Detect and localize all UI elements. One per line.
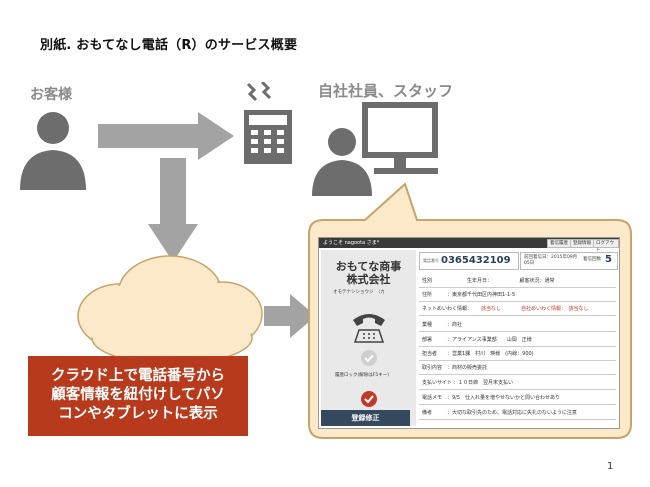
- app-topbar: ようこそ nagoota さま* 着信履歴 登録情報 ログアウト: [319, 238, 619, 253]
- arrow-to-phone: [98, 112, 234, 160]
- info-row: 電話メモ ：9/5 仕入れ量を増やせないかと問い合わせあり: [419, 393, 616, 405]
- left-customer-column: おもてな商事 株式会社 オモテナシショウジ （カ 履歴ロック(解除はF5キー) …: [321, 250, 416, 426]
- app-screenshot-panel: ようこそ nagoota さま* 着信履歴 登録情報 ログアウト おもてな商事 …: [318, 237, 620, 429]
- row-label: 取引内容: [422, 365, 443, 371]
- row-label: 住所: [422, 292, 433, 298]
- feature-callout-box: クラウド上で電話番号から 顧客情報を紐付けしてパソ コンやタブレットに表示: [28, 356, 248, 436]
- row-value: ：アライアンス事業部 山岡 正様: [447, 337, 532, 343]
- phone-number-box: 電話番号 0365432109: [419, 252, 519, 270]
- info-row: 支払いサイト ：１０日締 翌月末支払い: [419, 378, 616, 390]
- call-history-button[interactable]: 着信履歴: [547, 239, 571, 248]
- row-value: ：大切な取引先のため、電話対応に失礼のないように注意: [447, 410, 577, 416]
- row-label: 性別: [422, 278, 433, 284]
- info-row: 性別 生年月日： 顧客状況：通常: [419, 276, 616, 288]
- person-icon: [20, 112, 86, 190]
- info-row: 取引内容 ：商材の販売委託: [419, 363, 616, 375]
- row-label: 支払いサイト: [422, 380, 453, 386]
- callout-line: コンやタブレットに表示: [58, 406, 218, 422]
- row-value: ：商社: [447, 322, 463, 328]
- phone-caption: 電話番号: [423, 258, 439, 263]
- info-row: 担当者 ：営業1課 村川 瑛様 (内線：900): [419, 349, 616, 361]
- info-row: 業種 ：商社: [419, 320, 616, 332]
- history-lock-label: 履歴ロック(解除はF5キー): [335, 373, 389, 378]
- row-value: ：商材の販売委託: [447, 365, 488, 371]
- call-count: 5: [605, 254, 612, 265]
- row-label: ネットめいわく情報：: [422, 306, 473, 312]
- company-kana: オモテナシショウジ （カ: [333, 290, 385, 295]
- info-row: 住所 ：東京都千代田区内神田1-1-5: [419, 290, 616, 302]
- call-info-box: 前回着信日：2015年09月05日 着信回数 5: [520, 252, 618, 270]
- row-label: 電話メモ: [422, 395, 443, 401]
- welcome-text: ようこそ nagoota さま*: [323, 240, 380, 246]
- info-row: 部署 ：アライアンス事業部 山岡 正様: [419, 335, 616, 347]
- row-label: 担当者: [422, 351, 438, 357]
- telephone-icon: [244, 82, 292, 164]
- info-row: 備考 ：大切な取引先のため、電話対応に失礼のないように注意: [419, 408, 616, 420]
- cloud-shape: [77, 255, 263, 365]
- arrow-to-cloud: [148, 158, 198, 262]
- phone-handset-icon: [353, 314, 385, 343]
- company-name: おもてな商事 株式会社: [335, 260, 402, 286]
- logout-button[interactable]: ログアウト: [593, 239, 619, 253]
- row-value: ：東京都千代田区内神田1-1-5: [447, 292, 516, 298]
- row-label: 備考: [422, 410, 433, 416]
- row-value: 生年月日： 顧客状況：通常: [447, 278, 555, 284]
- row-value: ：１０日締 翌月末支払い: [453, 380, 514, 386]
- lock-check-icon[interactable]: [360, 349, 378, 367]
- arrow-to-screen: [264, 294, 316, 338]
- slide-title: 別紙. おもてなし電話（R）のサービス概要: [40, 38, 298, 53]
- staff-computer-icon: [312, 102, 438, 196]
- last-call-date: 前回着信日：2015年09月05日: [524, 255, 578, 266]
- row-label: 業種: [422, 322, 433, 328]
- page-number: 1: [607, 461, 614, 472]
- row-value: ：営業1課 村川 瑛様 (内線：900): [447, 351, 534, 357]
- call-count-caption: 着信回数: [583, 257, 601, 262]
- row-label: 部署: [422, 337, 433, 343]
- info-row: ネットめいわく情報： 該当なし 自社めいわく情報： 該当なし: [419, 304, 616, 316]
- customer-label: お客様: [30, 87, 72, 103]
- phone-number: 0365432109: [441, 255, 511, 266]
- staff-label: 自社社員、スタッフ: [318, 82, 454, 100]
- callout-line: 顧客情報を紐付けしてパソ: [51, 387, 225, 403]
- callout-line: クラウド上で電話番号から: [51, 368, 225, 384]
- registration-info-button[interactable]: 登録情報: [570, 239, 594, 248]
- register-edit-button[interactable]: 登録修正: [321, 410, 410, 426]
- row-value: ：9/5 仕入れ量を増やせないかと問い合わせあり: [447, 395, 561, 401]
- followup-check-icon[interactable]: [360, 390, 378, 408]
- row-value: 該当なし 自社めいわく情報： 該当なし: [481, 306, 589, 312]
